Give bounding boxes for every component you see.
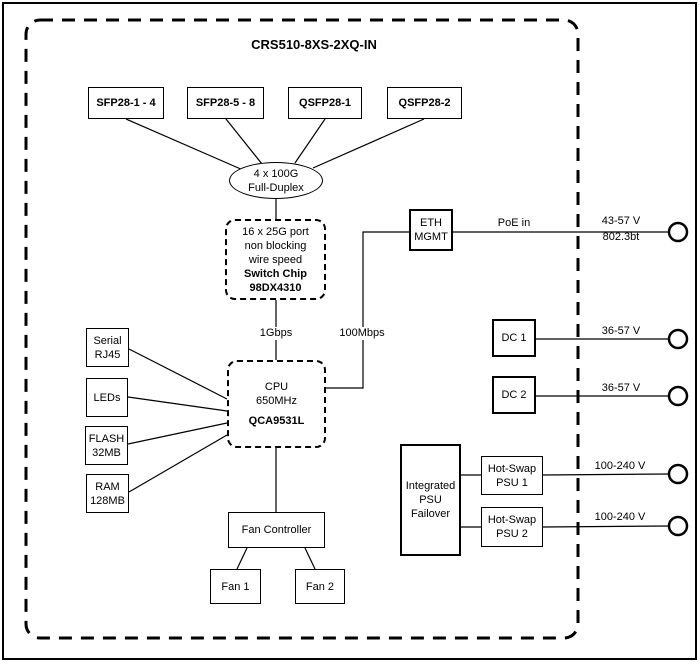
cpu-name: CPU (264, 381, 289, 393)
leds-label: LEDs (93, 391, 121, 404)
failover-line3: Failover (410, 508, 451, 520)
fan-controller-box: Fan Controller (228, 512, 325, 548)
poe-terminal (667, 221, 689, 243)
port-label: SFP28-1 - 4 (96, 97, 156, 109)
uplink-line1: 4 x 100G (253, 167, 299, 180)
dc1-voltage-label: 36-57 V (601, 325, 641, 337)
diagram-title: CRS510-8XS-2XQ-IN (251, 37, 377, 52)
failover-line1: Integrated (405, 480, 456, 492)
eth-mgmt-box: ETH MGMT (409, 209, 453, 251)
psu1-terminal (667, 463, 689, 485)
port-label: SFP28-5 - 8 (195, 97, 256, 109)
power-terminals (667, 221, 689, 537)
fan2-label: Fan 2 (305, 580, 335, 593)
chassis-boundary (24, 18, 580, 640)
link-label-100mbps: 100Mbps (334, 327, 390, 340)
psu2-line1: Hot-Swap (487, 514, 537, 526)
psu1-line2: PSU 1 (496, 476, 528, 489)
psu1-box: Hot-Swap PSU 1 (481, 456, 543, 495)
dc2-voltage-label: 36-57 V (601, 382, 641, 394)
cpu-box: CPU 650MHz QCA9531L (227, 360, 326, 448)
flash-line1: FLASH (88, 432, 125, 445)
connector-lines (125, 118, 670, 570)
serial-line1: Serial (93, 334, 122, 347)
poe-standard-label: 802.3bt (602, 231, 640, 243)
dc2-label: DC 2 (501, 389, 527, 401)
dc1-terminal (667, 328, 689, 350)
port-label: QSFP28-1 (299, 97, 351, 109)
uplink-line2: Full-Duplex (248, 181, 304, 194)
ram-line1: RAM (95, 480, 120, 493)
psu2-terminal (667, 515, 689, 537)
fan2-box: Fan 2 (295, 569, 345, 604)
link-label-1gbps: 1Gbps (252, 327, 300, 340)
switch-desc2: non blocking (244, 239, 307, 252)
ram-line2: 128MB (90, 494, 125, 507)
dc2-terminal (667, 385, 689, 407)
cpu-clock: 650MHz (256, 395, 297, 407)
psu-failover-box: Integrated PSU Failover (400, 444, 461, 556)
switch-chip-box: 16 x 25G port non blocking wire speed Sw… (225, 219, 326, 300)
psu1-voltage-label: 100-240 V (594, 460, 646, 472)
switch-model: 98DX4310 (249, 281, 302, 294)
switch-desc1: 16 x 25G port (242, 225, 309, 238)
dc1-box: DC 1 (492, 319, 536, 357)
box-qsfp28-1: QSFP28-1 (288, 87, 362, 119)
cpu-model: QCA9531L (248, 415, 305, 427)
port-label: QSFP28-2 (398, 97, 451, 109)
flash-box: FLASH 32MB (85, 426, 128, 465)
poe-voltage-label: 43-57 V (601, 215, 641, 227)
serial-line2: RJ45 (94, 348, 121, 361)
serial-box: Serial RJ45 (86, 328, 129, 367)
switch-desc3: wire speed (248, 253, 303, 266)
leds-box: LEDs (86, 378, 128, 417)
eth-line1: ETH (420, 217, 442, 229)
box-sfp28-1-4: SFP28-1 - 4 (88, 87, 164, 119)
psu2-voltage-label: 100-240 V (594, 511, 646, 523)
ram-box: RAM 128MB (86, 474, 129, 513)
dc2-box: DC 2 (492, 376, 536, 414)
eth-line2: MGMT (414, 231, 448, 243)
psu1-line1: Hot-Swap (487, 462, 537, 475)
link-label-poe-in: PoE in (497, 217, 531, 229)
switch-name: Switch Chip (244, 267, 307, 280)
psu2-line2: PSU 2 (496, 528, 528, 540)
fan1-label: Fan 1 (221, 580, 250, 593)
fan1-box: Fan 1 (210, 569, 261, 604)
failover-line2: PSU (419, 494, 442, 506)
flash-line2: 32MB (92, 446, 121, 459)
fan-controller-label: Fan Controller (241, 524, 312, 536)
box-sfp28-5-8: SFP28-5 - 8 (187, 87, 264, 119)
uplink-ellipse: 4 x 100G Full-Duplex (229, 162, 323, 199)
psu2-box: Hot-Swap PSU 2 (481, 507, 543, 547)
box-qsfp28-2: QSFP28-2 (387, 87, 462, 119)
dc1-label: DC 1 (501, 332, 527, 344)
